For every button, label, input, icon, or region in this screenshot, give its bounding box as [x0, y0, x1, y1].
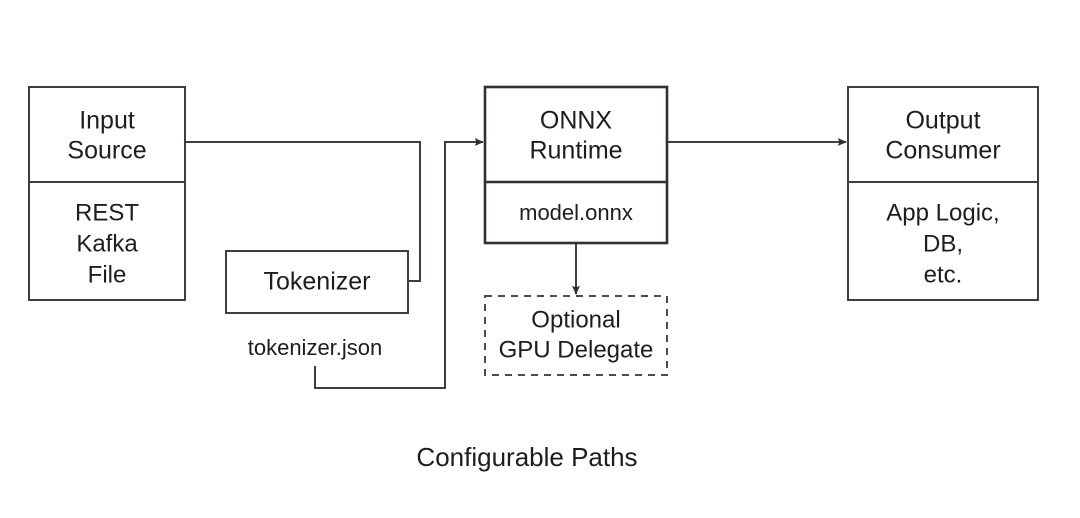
- gpu-delegate-box[interactable]: [484, 295, 668, 376]
- input-source-detail-line2: Kafka: [76, 230, 138, 257]
- input-source-detail-line3: File: [88, 261, 127, 288]
- node-input-source[interactable]: Input Source REST Kafka File: [28, 86, 186, 301]
- output-consumer-detail-line1: App Logic,: [886, 199, 999, 226]
- gpu-delegate-title-line2: GPU Delegate: [499, 336, 654, 363]
- tokenizer-json-label: tokenizer.json: [248, 335, 383, 360]
- output-consumer-detail-line2: DB,: [923, 230, 963, 257]
- tokenizer-box[interactable]: [225, 250, 409, 314]
- node-onnx-runtime[interactable]: ONNX Runtime model.onnx: [483, 85, 669, 245]
- input-source-title-line2: Source: [67, 137, 146, 165]
- onnx-runtime-title-line1: ONNX: [540, 107, 613, 135]
- node-tokenizer[interactable]: Tokenizer: [225, 250, 409, 314]
- onnx-runtime-box[interactable]: [483, 85, 669, 245]
- connector-tokenizer-json-return-path: [314, 281, 446, 389]
- node-output-consumer[interactable]: Output Consumer App Logic, DB, etc.: [847, 86, 1039, 301]
- onnx-runtime-model-label: model.onnx: [519, 200, 633, 225]
- connector-tokenizer-to-onnx-runtime: [444, 138, 484, 281]
- input-source-title-line1: Input: [79, 107, 135, 135]
- output-consumer-title-line2: Consumer: [885, 137, 1000, 165]
- onnx-runtime-title-line2: Runtime: [529, 137, 622, 165]
- diagram-caption: Configurable Paths: [416, 442, 637, 472]
- tokenizer-title: Tokenizer: [264, 268, 371, 296]
- gpu-delegate-title-line1: Optional: [531, 306, 620, 333]
- input-source-box[interactable]: [28, 86, 186, 301]
- output-consumer-detail-line3: etc.: [924, 261, 963, 288]
- output-consumer-box[interactable]: [847, 86, 1039, 301]
- connector-input-source-to-tokenizer: [185, 141, 421, 282]
- node-gpu-delegate[interactable]: Optional GPU Delegate: [484, 295, 668, 376]
- output-consumer-title-line1: Output: [905, 107, 980, 135]
- input-source-detail-line1: REST: [75, 199, 139, 226]
